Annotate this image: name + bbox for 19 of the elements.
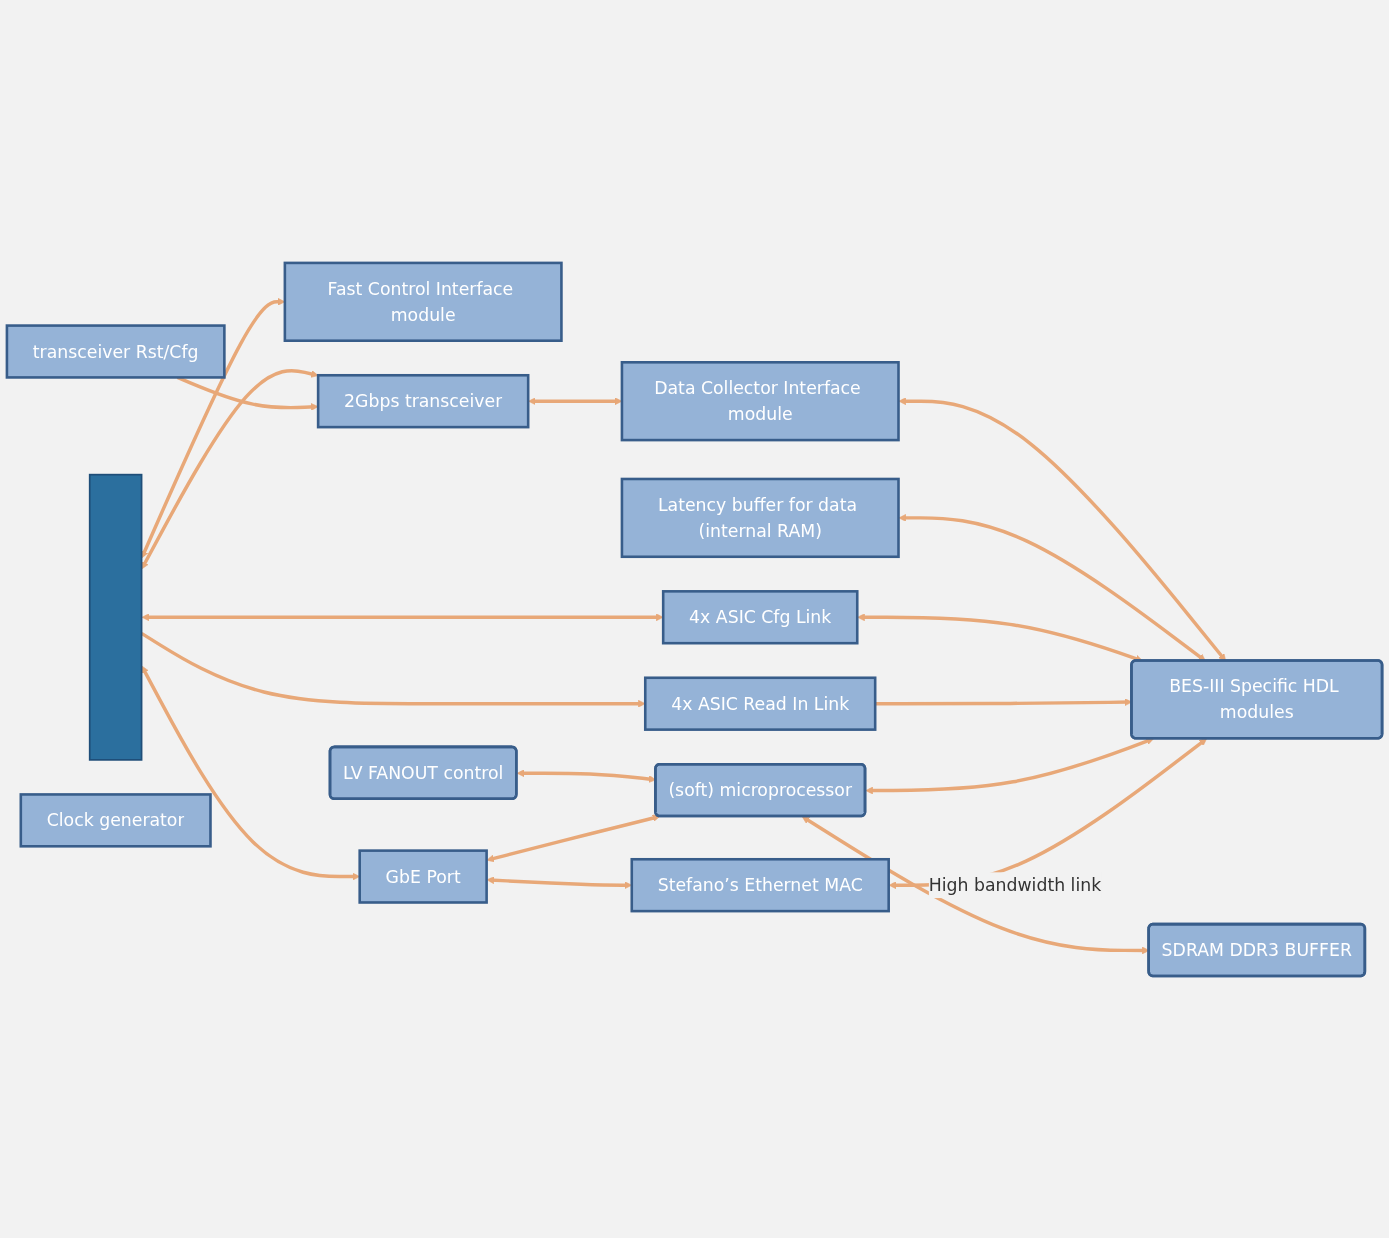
node-box: Fast Control Interface module — [283, 261, 563, 342]
node-box: Data Collector Interface module — [620, 360, 900, 441]
node-box: Clock generator — [19, 792, 212, 848]
arrow — [857, 613, 1143, 662]
node-box: GbE Port — [358, 848, 488, 904]
node-box: transceiver Rst/Cfg — [5, 323, 226, 379]
arrow — [141, 368, 319, 569]
arrow — [865, 737, 1154, 794]
node-box: 4x ASIC Cfg Link — [661, 589, 859, 645]
node-box: Latency buffer for data (internal RAM) — [620, 477, 900, 558]
node-box: 2Gbps transceiver — [316, 373, 530, 428]
arrow — [486, 814, 660, 862]
arrow — [898, 513, 1206, 661]
arrow — [898, 396, 1226, 661]
node-bar — [88, 473, 143, 761]
arrow — [141, 613, 664, 621]
edge-label: High bandwidth link — [928, 874, 1102, 896]
node-box: Stefano’s Ethernet MAC — [630, 857, 890, 912]
node-box: 4x ASIC Read In Link — [643, 676, 877, 731]
